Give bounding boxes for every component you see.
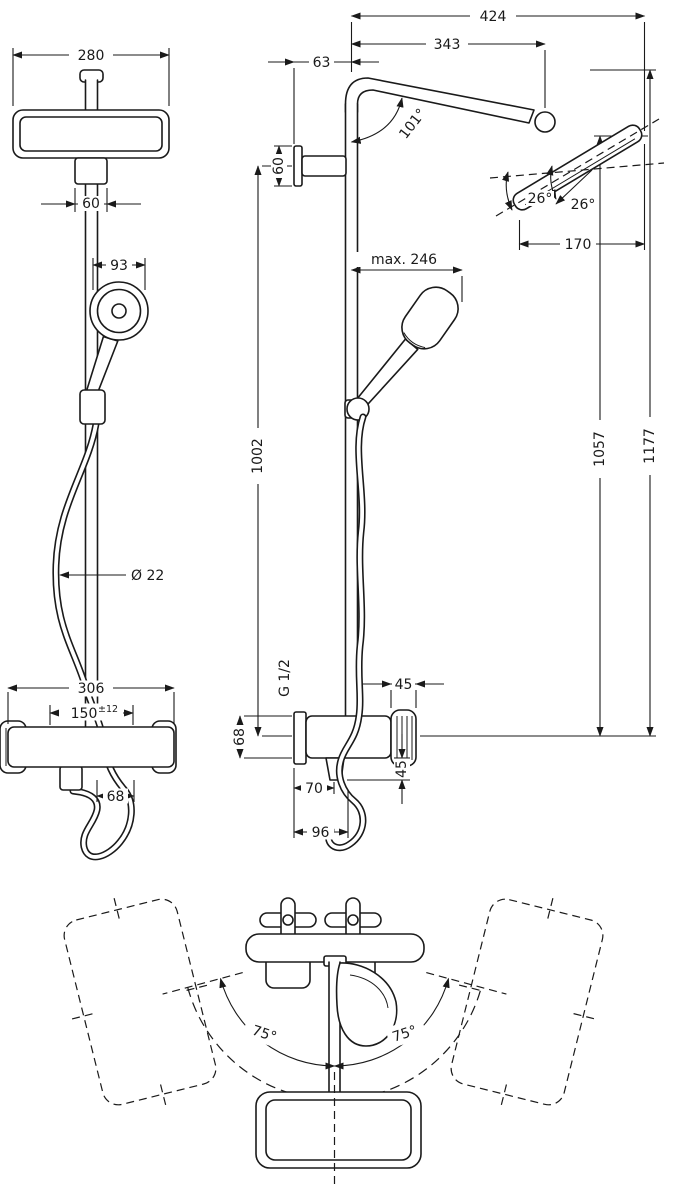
dim-side-343: 343	[350, 36, 546, 108]
front-overhead-shower	[12, 109, 170, 185]
dim-side-body-height: 68	[232, 715, 292, 759]
front-hose-outlet	[59, 765, 83, 791]
dim-label-96: 96	[312, 825, 330, 841]
front-thermostat	[0, 720, 177, 791]
dim-label-280: 280	[78, 48, 105, 64]
dim-label-hose-diameter: Ø 22	[131, 568, 164, 584]
top-view: 75° 75°	[63, 897, 604, 1186]
top-head-right-position	[450, 898, 604, 1106]
side-thermostat	[293, 709, 417, 781]
dim-label-150: 150	[71, 706, 98, 722]
dim-label-max-246: max. 246	[371, 252, 437, 268]
side-ball-joint	[534, 111, 556, 133]
side-shower-arm	[344, 77, 535, 124]
dim-label-170: 170	[565, 237, 592, 253]
dim-label-26-upper: 26°	[528, 191, 553, 207]
dim-label-75-left: 75°	[250, 1023, 279, 1046]
side-wall-plate	[293, 711, 307, 765]
top-head-forward-position	[255, 1091, 422, 1169]
dim-side-1002: 1002	[250, 165, 292, 737]
dim-label-45-drop: 45	[394, 760, 410, 778]
dim-label-343: 343	[434, 37, 461, 53]
dim-side-arm-angle: 101°	[350, 97, 430, 144]
front-head-connector	[74, 157, 108, 185]
dim-label-150-tolerance: ±12	[98, 704, 118, 715]
dim-label-68-front: 68	[107, 789, 125, 805]
front-view: 280 60 93 Ø 22	[0, 47, 177, 861]
dim-side-bracket-60: 60	[271, 145, 292, 187]
dim-front-mixer-width: 306	[7, 680, 175, 724]
dim-side-424: 424	[350, 8, 646, 250]
dim-label-424: 424	[480, 9, 507, 25]
dim-label-60-front: 60	[82, 196, 100, 212]
front-slider-holder	[79, 389, 106, 425]
dim-label-60-side: 60	[271, 157, 287, 175]
side-head-tilt-annotation: 26° 26°	[489, 118, 665, 217]
dim-side-spout-projection-a: 70	[293, 768, 335, 838]
dim-side-handle-depth: 45	[363, 676, 444, 708]
dim-side-spout-projection-b: 96	[293, 790, 349, 841]
dim-label-45-handle: 45	[395, 677, 413, 693]
dim-top-swivel-left: 75°	[241, 1016, 285, 1049]
top-handle-left	[259, 897, 317, 945]
side-riser-and-arm	[344, 77, 556, 717]
dim-front-connector-width: 60	[41, 188, 141, 212]
dim-side-spout-drop: 45	[347, 734, 410, 804]
dim-side-head-depth: 170	[518, 220, 646, 253]
dim-label-26-lower: 26°	[571, 197, 596, 213]
side-wall-bracket	[293, 145, 347, 187]
dim-label-68-side: 68	[232, 728, 248, 746]
dim-front-hose-diameter: Ø 22	[59, 568, 164, 584]
dim-label-75-right: 75°	[390, 1023, 419, 1046]
dim-label-g12: G 1/2	[277, 659, 293, 697]
dim-label-101: 101°	[396, 106, 429, 142]
dim-top-swivel-right: 75°	[384, 1016, 428, 1049]
dim-front-hose-offset: 68	[96, 780, 135, 805]
dim-label-1057: 1057	[592, 431, 608, 467]
top-head-left-position	[63, 898, 217, 1106]
front-hose	[52, 420, 135, 861]
front-mixer-body	[7, 726, 175, 768]
dim-label-70: 70	[305, 781, 323, 797]
front-hand-shower	[79, 281, 149, 425]
top-handle-right	[324, 897, 382, 945]
dim-label-1002: 1002	[250, 438, 266, 474]
dim-front-handshower-width: 93	[92, 257, 146, 290]
dim-label-306: 306	[78, 681, 105, 697]
dim-side-max-reach: max. 246	[350, 252, 463, 302]
side-hose	[325, 413, 367, 852]
dim-front-connection-distance: 150 ±12	[49, 703, 134, 725]
side-view: 1002 1177 1057 26°	[232, 8, 665, 852]
dim-label-63: 63	[313, 55, 331, 71]
dim-side-1057: 1057	[592, 135, 648, 737]
dim-side-63: 63	[268, 54, 379, 144]
dim-front-head-width: 280	[12, 47, 170, 106]
dim-label-1177: 1177	[642, 428, 658, 464]
side-hand-shower	[344, 286, 459, 421]
dim-label-93: 93	[110, 258, 128, 274]
